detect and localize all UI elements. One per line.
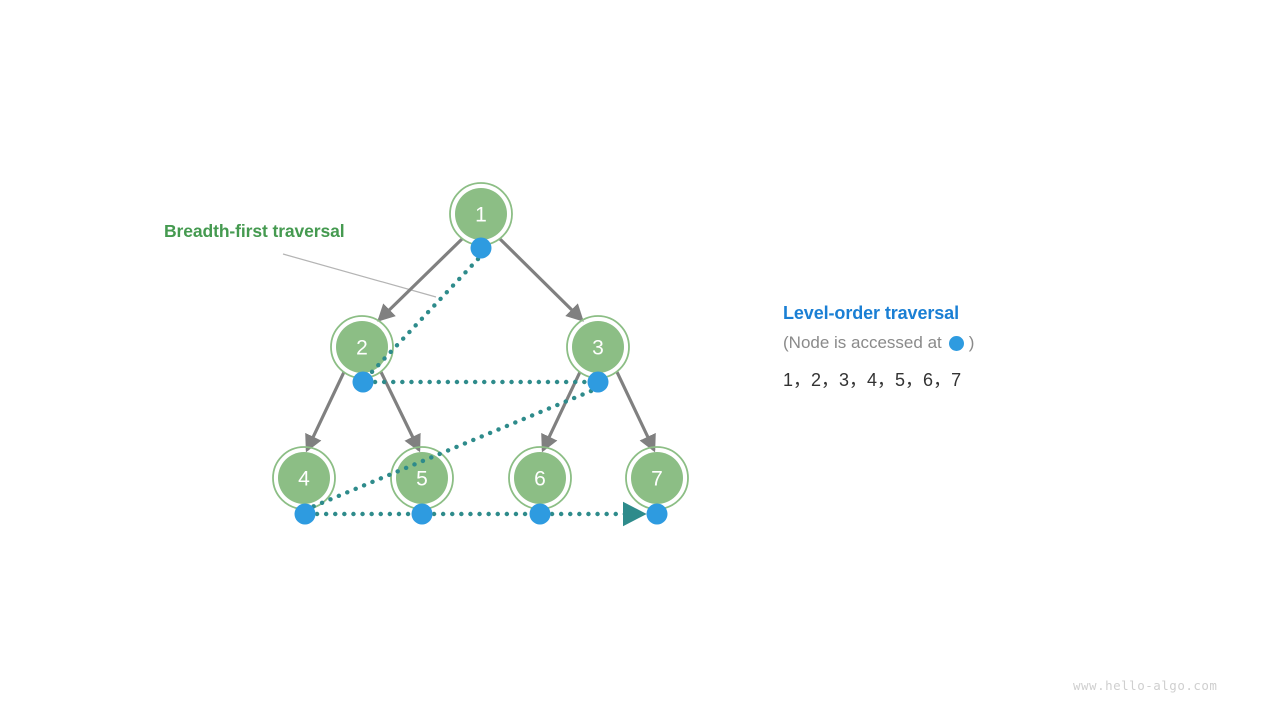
visit-dot-node-3 (587, 371, 609, 393)
traversal-segment-1-2 (367, 256, 481, 377)
visit-dots (294, 237, 668, 525)
edge-1-2 (377, 237, 464, 322)
edge-3-7 (615, 371, 656, 453)
visit-dot-node-4 (294, 503, 316, 525)
tree-node-6[interactable]: 6 (508, 446, 572, 510)
tree-node-1[interactable]: 1 (449, 182, 513, 246)
legend-title: Level-order traversal (783, 303, 959, 323)
traversal-sequence: 1，2，3，4，5，6，7 (783, 370, 962, 390)
legend-panel: Level-order traversal (Node is accessed … (783, 303, 1113, 392)
edge-2-5 (379, 371, 421, 453)
tree-node-4[interactable]: 4 (272, 446, 336, 510)
edge-3-6 (541, 371, 582, 453)
tree-node-5[interactable]: 5 (390, 446, 454, 510)
tree-node-3-label: 3 (592, 337, 604, 360)
visit-dot-node-1 (470, 237, 492, 259)
legend-subtitle: (Node is accessed at ) (783, 333, 1113, 353)
tree-node-3[interactable]: 3 (566, 315, 630, 379)
tree-node-7-label: 7 (651, 468, 663, 491)
legend-subtitle-suffix: ) (968, 333, 975, 352)
visit-dot-icon (948, 335, 964, 351)
visit-dot-node-7 (646, 503, 668, 525)
edge-1-3 (498, 237, 584, 322)
tree-node-4-label: 4 (298, 468, 310, 491)
site-watermark: www.hello-algo.com (1073, 678, 1218, 693)
tree-node-5-label: 5 (416, 468, 428, 491)
tree-edges (305, 237, 656, 453)
visit-dot-node-5 (411, 503, 433, 525)
bfs-annotation-label: Breadth-first traversal (164, 221, 345, 241)
tree-node-1-label: 1 (475, 204, 487, 227)
bfs-leader-line (282, 253, 437, 298)
tree-node-2[interactable]: 2 (330, 315, 394, 379)
traversal-path (309, 256, 647, 527)
tree-node-2-label: 2 (356, 337, 368, 360)
visit-dot-node-6 (529, 503, 551, 525)
edge-2-4 (305, 371, 346, 453)
tree-node-7[interactable]: 7 (625, 446, 689, 510)
legend-subtitle-prefix: (Node is accessed at (783, 333, 942, 352)
tree-node-6-label: 6 (534, 468, 546, 491)
visit-dot-node-2 (352, 371, 374, 393)
